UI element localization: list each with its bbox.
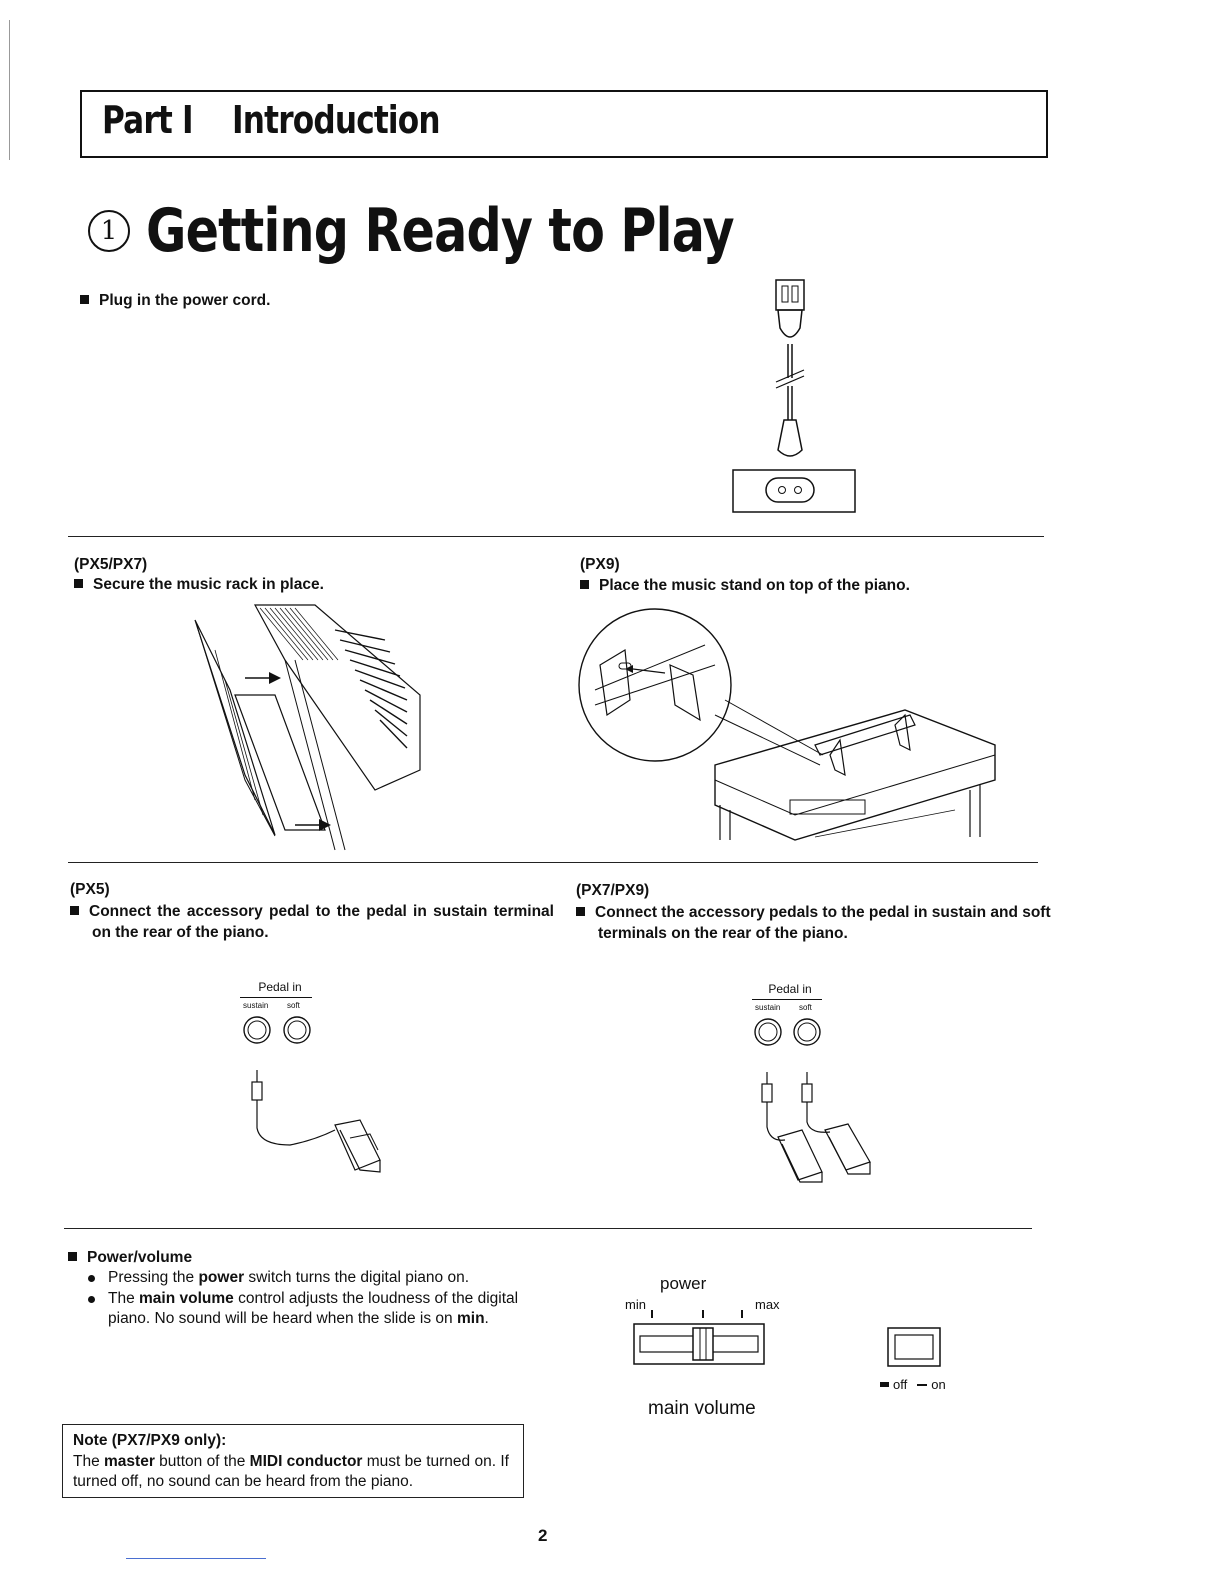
max-label: max [755,1297,780,1312]
pedal-px5-instruction: Connect the accessory pedal to the pedal… [70,901,554,943]
bullet-square-icon [74,579,83,588]
power-volume-list: Pressing the power switch turns the digi… [86,1268,526,1330]
pedal-px5-panel-title: Pedal in [258,980,302,994]
pedal-px7-illustration [754,1018,871,1183]
main-volume-label: main volume [648,1398,756,1419]
on-label: on [931,1377,946,1392]
note-title: Note (PX7/PX9 only): [73,1432,227,1449]
pedal-px5-panel-rule [240,997,312,998]
music-rack-illustration [194,604,421,851]
note-body: The master button of the MIDI conductor … [73,1452,509,1491]
on-state-icon [917,1383,928,1386]
bullet-square-icon [576,907,585,916]
off-label: off [893,1377,908,1392]
chapter-number: 1 [88,210,130,252]
pedal-px5-sustain-label: sustain [243,1001,269,1010]
chapter-title: Getting Ready to Play [146,196,735,266]
part-label: Part I [102,98,194,142]
list-item: The main volume control adjusts the loud… [86,1289,526,1330]
pedal-px5-soft-label: soft [287,1001,300,1010]
bullet-square-icon [80,295,89,304]
power-switch-legend: off on [880,1377,946,1392]
off-state-icon [880,1382,889,1387]
bullet-square-icon [68,1252,77,1261]
scan-margin-line [9,20,10,160]
music-stand-instruction: Place the music stand on top of the pian… [580,575,910,596]
part-title: Introduction [232,98,441,142]
page-number: 2 [538,1526,548,1545]
music-rack-instruction: Secure the music rack in place. [74,574,324,595]
main-volume-slider[interactable] [630,1308,770,1368]
divider-3 [64,1228,1032,1229]
part-header: Part I Introduction [80,90,1048,158]
divider-1 [68,536,1044,537]
pedal-px7-panel-rule [752,999,822,1000]
music-stand-illustration [578,608,996,841]
music-rack-model: (PX5/PX7) [74,556,148,573]
power-cord-illustration [732,279,856,513]
power-switch[interactable] [885,1325,945,1370]
pedal-px7-instruction: Connect the accessory pedals to the peda… [576,902,1068,944]
chapter-heading: 1 Getting Ready to Play [88,196,863,266]
note-box: Note (PX7/PX9 only): The master button o… [62,1424,524,1498]
power-label: power [660,1274,707,1293]
pedal-px7-sustain-label: sustain [755,1003,781,1012]
list-item: Pressing the power switch turns the digi… [86,1268,526,1289]
bullet-square-icon [580,580,589,589]
pedal-px7-model: (PX7/PX9) [576,882,650,899]
scan-artifact-line [126,1558,266,1559]
power-cord-instruction: Plug in the power cord. [80,290,270,311]
pedal-px5-illustration [243,1016,381,1173]
pedal-px7-panel-title: Pedal in [768,982,812,996]
divider-2 [68,862,1038,863]
min-label: min [625,1297,646,1312]
pedal-px7-soft-label: soft [799,1003,812,1012]
bullet-square-icon [70,906,79,915]
music-stand-model: (PX9) [580,556,620,573]
power-volume-heading: Power/volume [68,1247,192,1268]
pedal-px5-model: (PX5) [70,881,110,898]
